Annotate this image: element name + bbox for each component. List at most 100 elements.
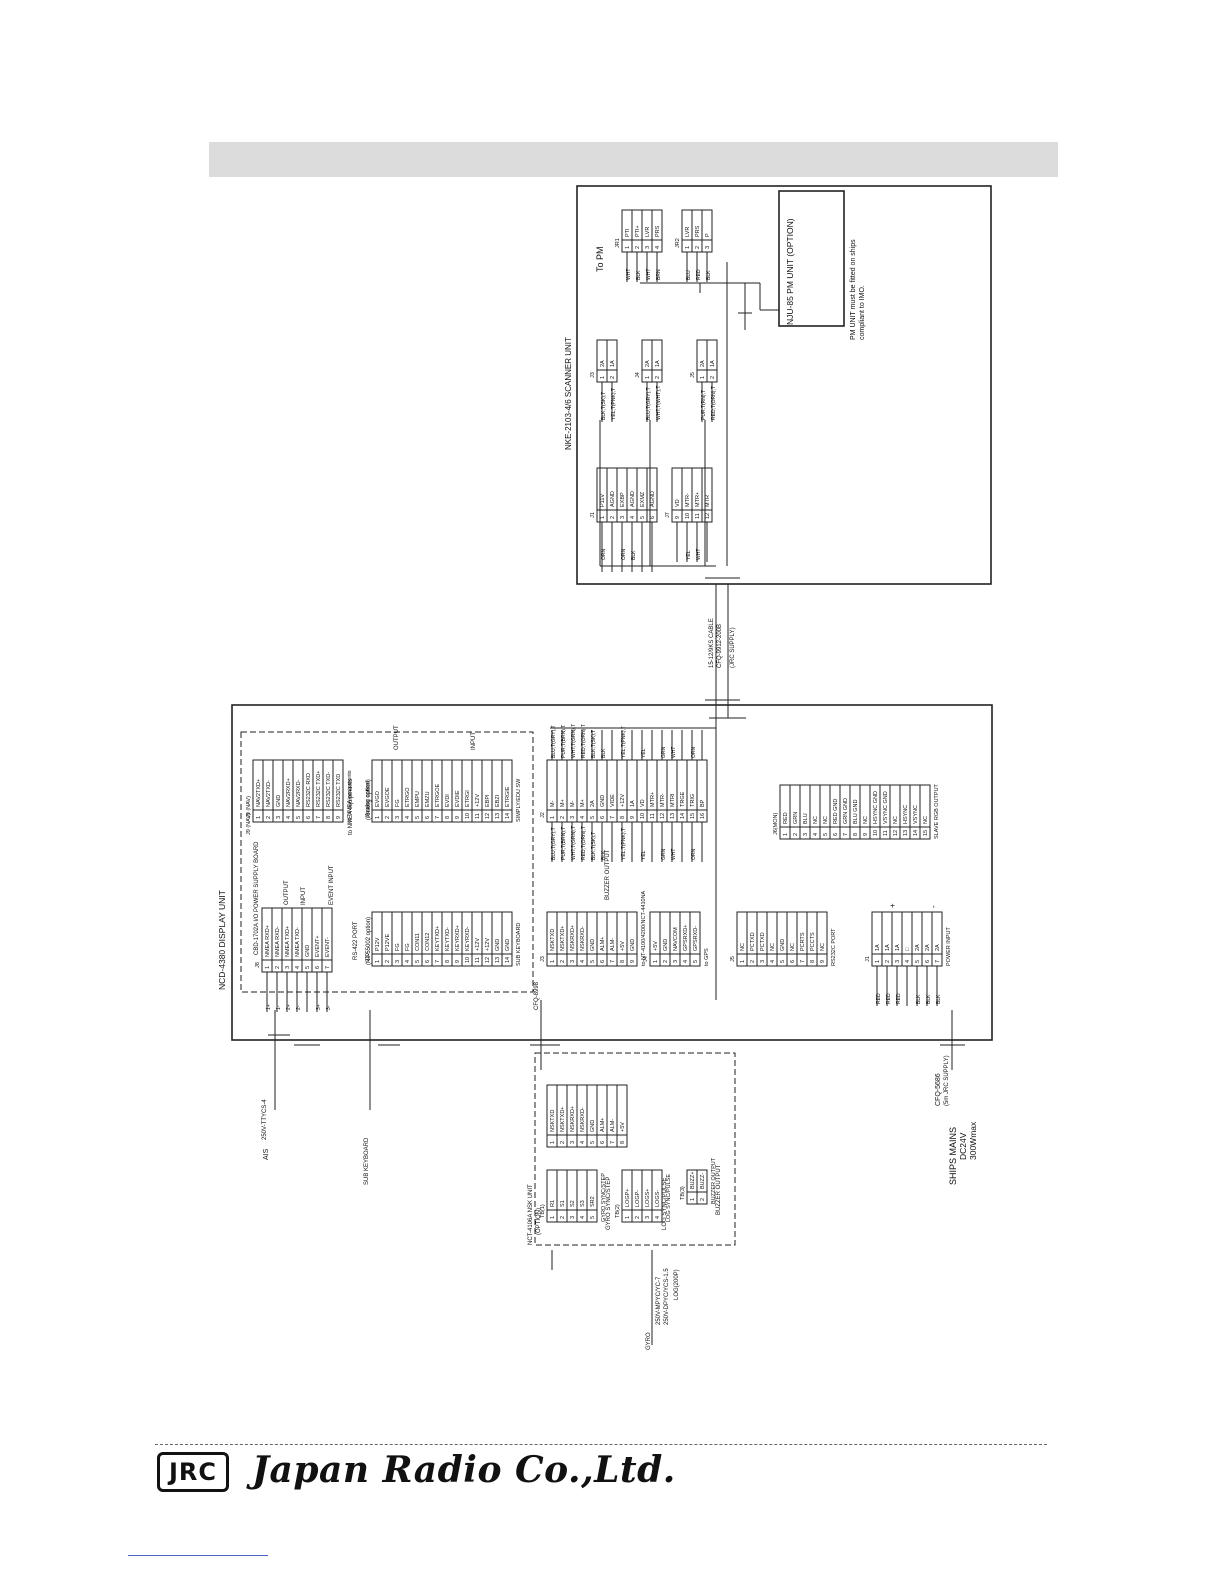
pin-name: 2A	[700, 360, 706, 367]
display-j3-title: J3	[540, 956, 546, 962]
pin-number: 9	[336, 816, 342, 819]
jrc-logo: JRC	[157, 1452, 229, 1492]
pin-number: 3	[620, 516, 626, 519]
j11-output-label: OUTPUT	[394, 725, 400, 750]
pin-number: 3	[276, 816, 282, 819]
pin-name: NSKTXD+	[560, 1106, 566, 1132]
wire-color: ORN	[601, 549, 607, 561]
j2-wire-color: GRN	[661, 747, 667, 759]
pin-number: 14	[913, 830, 919, 836]
wire-color: 1+	[266, 1004, 272, 1010]
wire-color: WHT	[671, 849, 677, 860]
pin-number: 5	[415, 960, 421, 963]
pin-number: 2	[663, 960, 669, 963]
display-j1-title: J1	[865, 956, 871, 962]
pin-number: 7	[435, 816, 441, 819]
pin-name: NSKTXD+	[560, 925, 566, 951]
scanner-unit-frame	[576, 185, 992, 585]
pin-name: KEYTXD+	[435, 926, 441, 951]
pin-name: EBZI	[495, 794, 501, 807]
pin-number: 11	[883, 830, 889, 836]
wire-color: GRN	[661, 849, 667, 861]
pin-number: 14	[505, 957, 511, 963]
wire-color: BLK,T(SK),T	[601, 392, 607, 420]
pin-number: 13	[670, 813, 676, 819]
pin-number: 6	[600, 816, 606, 819]
pin-number: 8	[620, 816, 626, 819]
pin-number: 1	[550, 1216, 556, 1219]
pin-number: 10	[465, 813, 471, 819]
pin-number: 7	[610, 1141, 616, 1144]
pin-name: NAV2TXD+	[256, 779, 262, 807]
pin-name: PTI	[625, 228, 631, 237]
scanner-j1-title: J1	[590, 512, 596, 518]
display-j4-frame	[649, 911, 701, 967]
j2-wire-color: WHT,T(GRN),T	[571, 724, 577, 758]
pin-number: 1	[550, 1141, 556, 1144]
display-j1-caption: POWER INPUT	[946, 927, 952, 966]
pin-number: 4	[770, 960, 776, 963]
pin-name: HSYNC	[903, 805, 909, 824]
pin-number: 5	[590, 1216, 596, 1219]
display-j5-caption: RS232C PORT	[831, 928, 837, 966]
pin-number: 2	[266, 816, 272, 819]
mains-code: CFQ-5686	[935, 1073, 942, 1106]
pin-name: RED	[783, 812, 789, 824]
pin-number: 6	[600, 1141, 606, 1144]
pin-number: 4	[286, 816, 292, 819]
pin-number: 1	[740, 960, 746, 963]
pin-name: TRGE	[680, 791, 686, 807]
pin-name: NC	[823, 816, 829, 824]
pin-name: 1A	[895, 944, 901, 951]
pin-name: ETRGOE	[435, 783, 441, 807]
pin-name: NC	[740, 943, 746, 951]
pin-number: 2	[695, 246, 701, 249]
pin-number: 8	[445, 960, 451, 963]
pin-name: GND	[276, 795, 282, 807]
wire-color: BLK	[636, 270, 642, 280]
pin-number: 2	[385, 960, 391, 963]
pm-note-2: compliant to IMO.	[859, 285, 866, 340]
pin-name: NAVCOM	[673, 927, 679, 951]
wire-color: ORN	[621, 549, 627, 561]
wire-color: WHT,T(GRN),T	[571, 826, 577, 860]
wire-color: WHT	[626, 269, 632, 280]
display-j10-caption: SUB KEYBOARD	[516, 923, 522, 966]
nsk-tb1-caption: GYRO SYNC/STEP	[601, 1173, 607, 1222]
display-j5-title: J5	[730, 956, 736, 962]
display-j3-caption: to NT-4100/4200/NCT-4410NA	[641, 890, 647, 966]
pin-name: LOGS+	[645, 1189, 651, 1208]
pin-name: 1A	[710, 360, 716, 367]
pin-name: KEYRXD-	[465, 926, 471, 951]
display-j4-title: J4	[643, 956, 649, 962]
pin-name: NAV2RXD+	[286, 778, 292, 807]
pin-name: KEYTXD-	[445, 927, 451, 951]
pin-name: AGND	[610, 491, 616, 507]
pin-name: EVGOE	[385, 787, 391, 807]
sub-keyboard-label: SUB KEYBOARD	[364, 1137, 370, 1185]
j2-wire-color: YEL	[641, 748, 647, 758]
pin-name: MTR-	[660, 793, 666, 807]
pin-number: 7	[843, 833, 849, 836]
nsk-tb3-title: TB(3)	[680, 1186, 686, 1200]
pin-number: 11	[695, 513, 701, 519]
pin-number: 7	[435, 960, 441, 963]
pin-name: 2A	[925, 944, 931, 951]
nsk-buzzer-caption: BUZZER OUTPUT	[716, 1164, 722, 1215]
pin-name: MTR-	[685, 493, 691, 507]
cable-text-2: CFQ-9912-200B	[717, 624, 723, 668]
pin-number: 6	[650, 516, 656, 519]
pin-name: BLU	[803, 813, 809, 824]
pin-name: GND	[495, 939, 501, 951]
pin-number: 5	[305, 966, 311, 969]
pin-name: BUZZ+	[690, 1171, 696, 1189]
pin-number: 3	[645, 1216, 651, 1219]
pin-name: EMPU	[415, 791, 421, 807]
pin-name: NC	[820, 943, 826, 951]
pin-name: CON12	[425, 933, 431, 951]
pin-number: 15	[923, 830, 929, 836]
nsk-tb1-title: TB(1)	[540, 1204, 546, 1218]
j9-caption: to NMEA equipments	[348, 779, 354, 835]
display-j3: 1NSKTXD2NSKTXD+3NSKRXD+4NSKRXD-5GND6ALM+…	[540, 890, 647, 967]
